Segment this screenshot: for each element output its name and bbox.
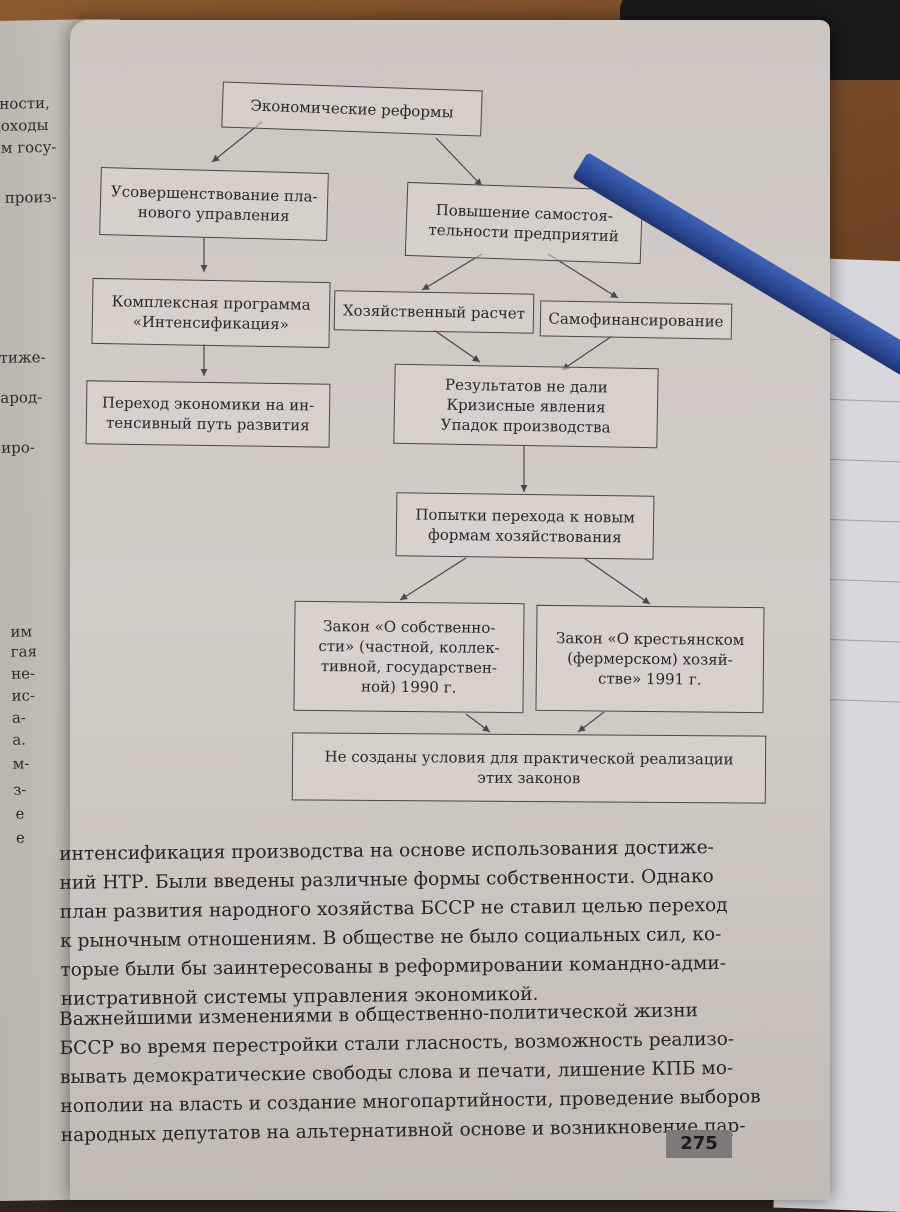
page-number: 275 [666, 1130, 732, 1158]
paragraph-perestroika: Важнейшими изменениями в общественно-пол… [59, 1000, 761, 1147]
box-planning-improvement: Усовершенствование пла- нового управлени… [99, 167, 329, 241]
box-economic-reforms: Экономические реформы [221, 81, 483, 137]
box-intensification-program: Комплексная программа «Интенсификация» [91, 277, 331, 349]
paragraph-intensification: интенсификация производства на основе ис… [59, 837, 728, 1010]
box-farm-law: Закон «О крестьянском (фермерском) хозяй… [535, 604, 765, 714]
box-conclusion: Не созданы условия для практической реал… [291, 732, 767, 804]
box-property-law: Закон «О собственно- сти» (частной, колл… [293, 600, 525, 714]
box-self-accounting: Хозяйственный расчет [333, 290, 535, 334]
box-new-forms-attempts: Попытки перехода к новым формам хозяйств… [395, 492, 655, 560]
box-no-results: Результатов не дали Кризисные явления Уп… [393, 363, 659, 449]
box-self-financing: Самофинансирование [539, 300, 733, 340]
box-intensive-path: Переход экономики на ин- тенсивный путь … [85, 380, 331, 448]
